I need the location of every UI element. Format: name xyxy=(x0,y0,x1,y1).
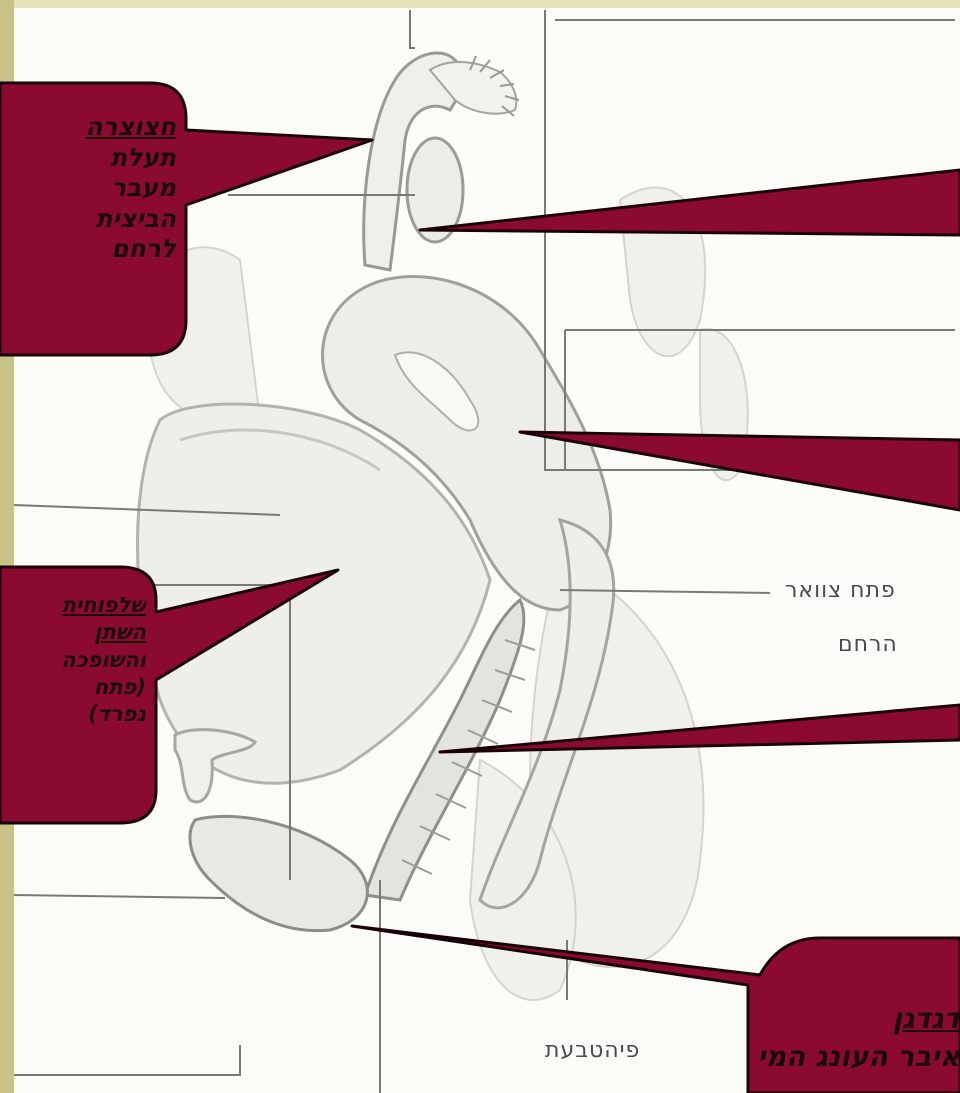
callout-bladder-line-3: נפרד) xyxy=(0,701,146,728)
callout-fallopian-tube-line-1: תעלת xyxy=(0,143,176,174)
callout-fallopian-tube-line-3: הביצית xyxy=(0,204,176,235)
callout-bladder-line-2: (פתח xyxy=(0,674,146,701)
callout-vagina xyxy=(440,705,960,752)
callout-vulva-line-1: איבר העונג המיני xyxy=(760,1038,960,1076)
callout-fallopian-tube-line-2: מעבר xyxy=(0,173,176,204)
callout-bladder-text: שלפוחית השתן והשופכה (פתח נפרד) xyxy=(0,592,146,728)
callout-bladder-title-2: השתן xyxy=(0,619,146,646)
callout-ovary xyxy=(420,170,960,235)
callout-fallopian-tube-line-4: לרחם xyxy=(0,234,176,265)
callout-bladder-line-1: והשופכה xyxy=(0,647,146,674)
callout-uterus xyxy=(520,432,960,510)
callout-vulva-title: דגדגן xyxy=(760,1000,960,1038)
callout-vulva-text: דגדגן איבר העונג המיני xyxy=(760,1000,960,1076)
callout-fallopian-tube-text: חצוצרה תעלת מעבר הביצית לרחם xyxy=(0,112,176,265)
label-perineum: פיהטבעת xyxy=(545,1038,640,1063)
label-cervix-line-2: הרחם xyxy=(838,632,898,657)
callout-bladder-title: שלפוחית xyxy=(0,592,146,619)
label-cervix-line-1: פתח צוואר xyxy=(785,578,896,603)
callout-fallopian-tube-title: חצוצרה xyxy=(0,112,176,143)
